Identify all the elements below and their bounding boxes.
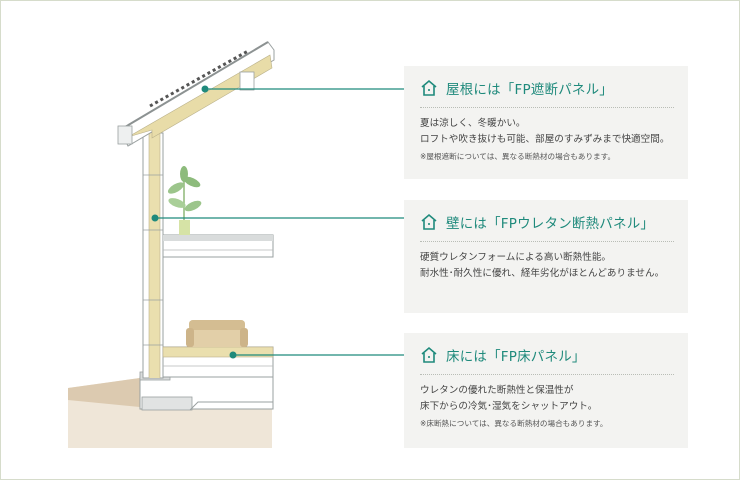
wall-info-card: 壁には「FPウレタン断熱パネル」 硬質ウレタンフォームによる高い断熱性能。 耐水… [404,200,688,313]
card-note: ※屋根遮断については、異なる断熱材の場合もあります。 [420,152,616,161]
exterior-wall [142,132,164,379]
card-title: 床には「FP床パネル」 [446,349,586,365]
ground-floor [162,346,274,378]
card-line: ウレタンの優れた断熱性と保温性が [420,385,574,396]
house-icon [421,79,437,96]
upper-floor [162,234,274,258]
roof [117,41,275,147]
divider [420,107,674,108]
card-line: 耐水性･耐久性に優れ、経年劣化がほとんどありません。 [420,268,665,279]
card-header: 床には「FP床パネル」 [420,343,674,367]
plant-illustration [167,166,202,235]
leader-lines [151,85,404,359]
card-line: 夏は涼しく、冬暖かい。 [420,118,526,129]
house-icon [421,346,437,363]
card-line: ロフトや吹き抜けも可能、部屋のすみずみまで快適空間。 [420,134,670,145]
card-line: 床下からの冷気･湿気をシャットアウト。 [420,401,598,412]
card-line: 硬質ウレタンフォームによる高い断熱性能。 [420,252,612,263]
card-title: 壁には「FPウレタン断熱パネル」 [446,216,655,232]
house-icon [421,213,437,230]
divider [420,241,674,242]
sofa-illustration [186,320,248,347]
roof-info-card: 屋根には「FP遮断パネル」 夏は涼しく、冬暖かい。 ロフトや吹き抜けも可能、部屋… [404,66,688,179]
card-header: 壁には「FPウレタン断熱パネル」 [420,210,674,234]
divider [420,374,674,375]
foundation [139,371,274,411]
card-title: 屋根には「FP遮断パネル」 [446,82,614,98]
card-note: ※床断熱については、異なる断熱材の場合もあります。 [420,419,608,428]
floor-info-card: 床には「FP床パネル」 ウレタンの優れた断熱性と保温性が 床下からの冷気･湿気を… [404,333,688,448]
card-header: 屋根には「FP遮断パネル」 [420,76,674,100]
